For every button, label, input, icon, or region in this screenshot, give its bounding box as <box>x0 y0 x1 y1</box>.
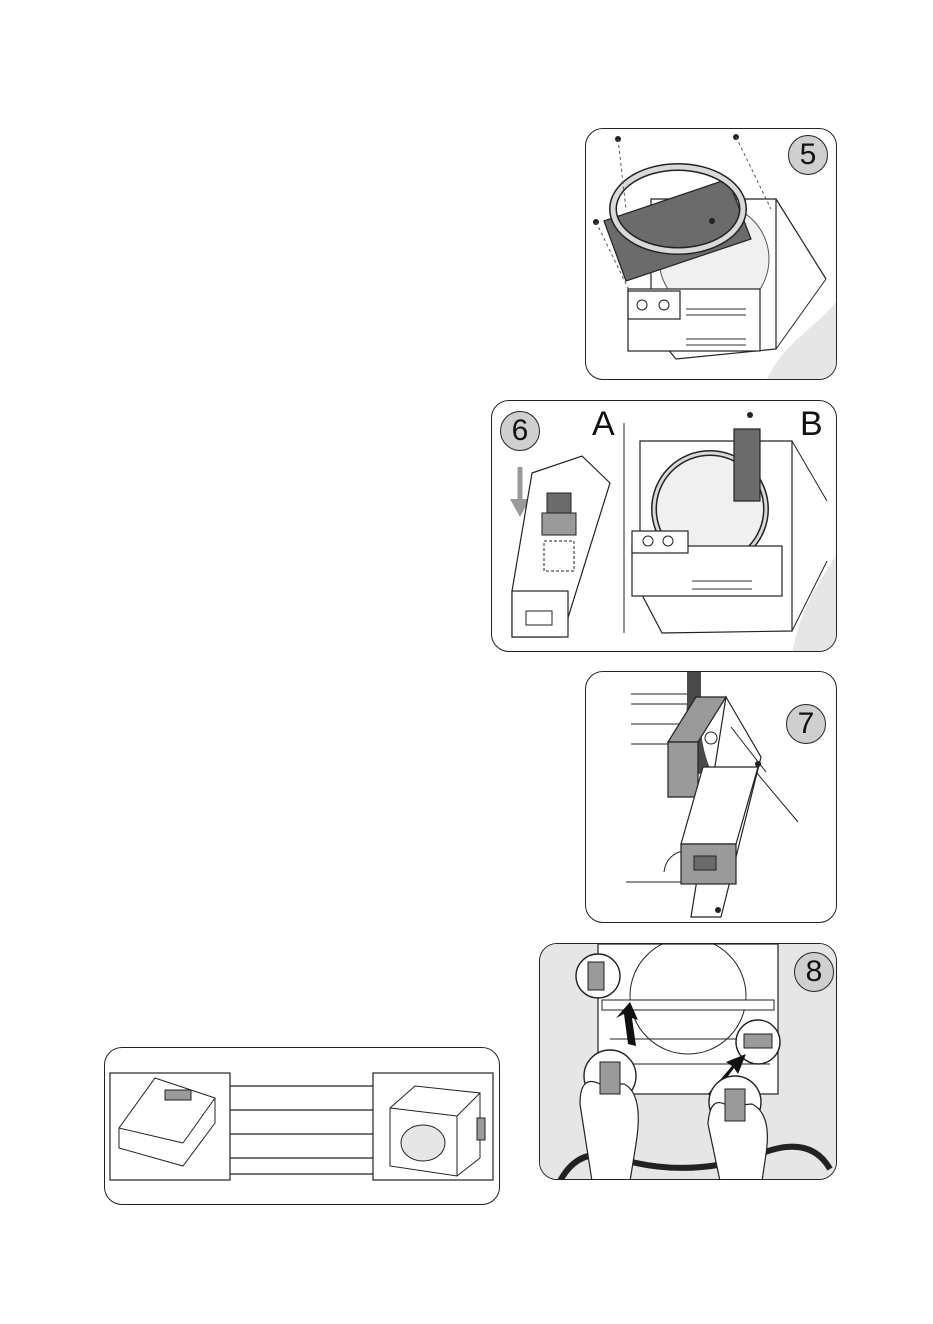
step-number-badge: 8 <box>794 952 834 992</box>
step-number-badge: 7 <box>786 704 826 744</box>
step-6-panel: 6 A B <box>491 400 837 652</box>
step-number-badge: 6 <box>500 411 540 451</box>
compatibility-illustration <box>105 1048 500 1205</box>
step-5-panel: 5 <box>585 128 837 380</box>
view-a-label: A <box>592 407 615 441</box>
compatibility-panel <box>104 1047 500 1205</box>
step-8-panel: 8 <box>539 943 837 1180</box>
view-b-label: B <box>800 407 823 441</box>
step-number-badge: 5 <box>788 135 828 175</box>
step-7-panel: 7 <box>585 671 837 923</box>
step-8-illustration <box>540 944 837 1180</box>
step-6-illustration <box>492 401 837 652</box>
